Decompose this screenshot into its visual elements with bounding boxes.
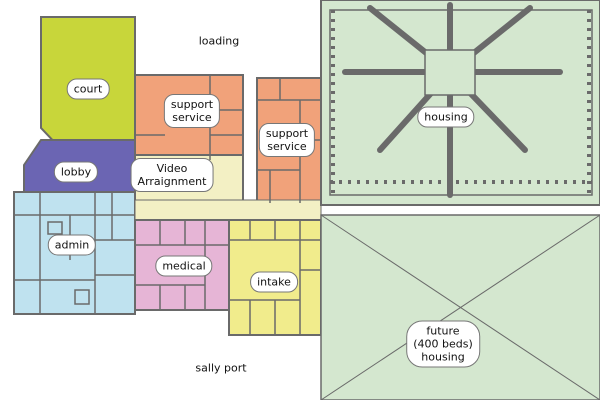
intake-walls [229,220,321,335]
video-arraignment-label: Video Arraignment [130,158,214,192]
support-service-label-2: support service [258,123,316,157]
housing-perimeter [329,9,593,196]
future-housing-diagonals [320,214,600,400]
housing-label: housing [417,106,475,128]
sally-port-label: sally port [189,358,253,378]
corridor-zone [134,199,322,221]
admin-label: admin [47,234,97,256]
future-housing-label: future (400 beds) housing [406,320,480,368]
court-label: court [66,78,110,100]
medical-label: medical [155,255,213,277]
loading-label: loading [192,31,246,51]
intake-label: intake [250,271,298,293]
support-service-label-1: support service [163,94,221,128]
housing-zone [320,0,600,206]
lobby-label: lobby [53,161,99,183]
